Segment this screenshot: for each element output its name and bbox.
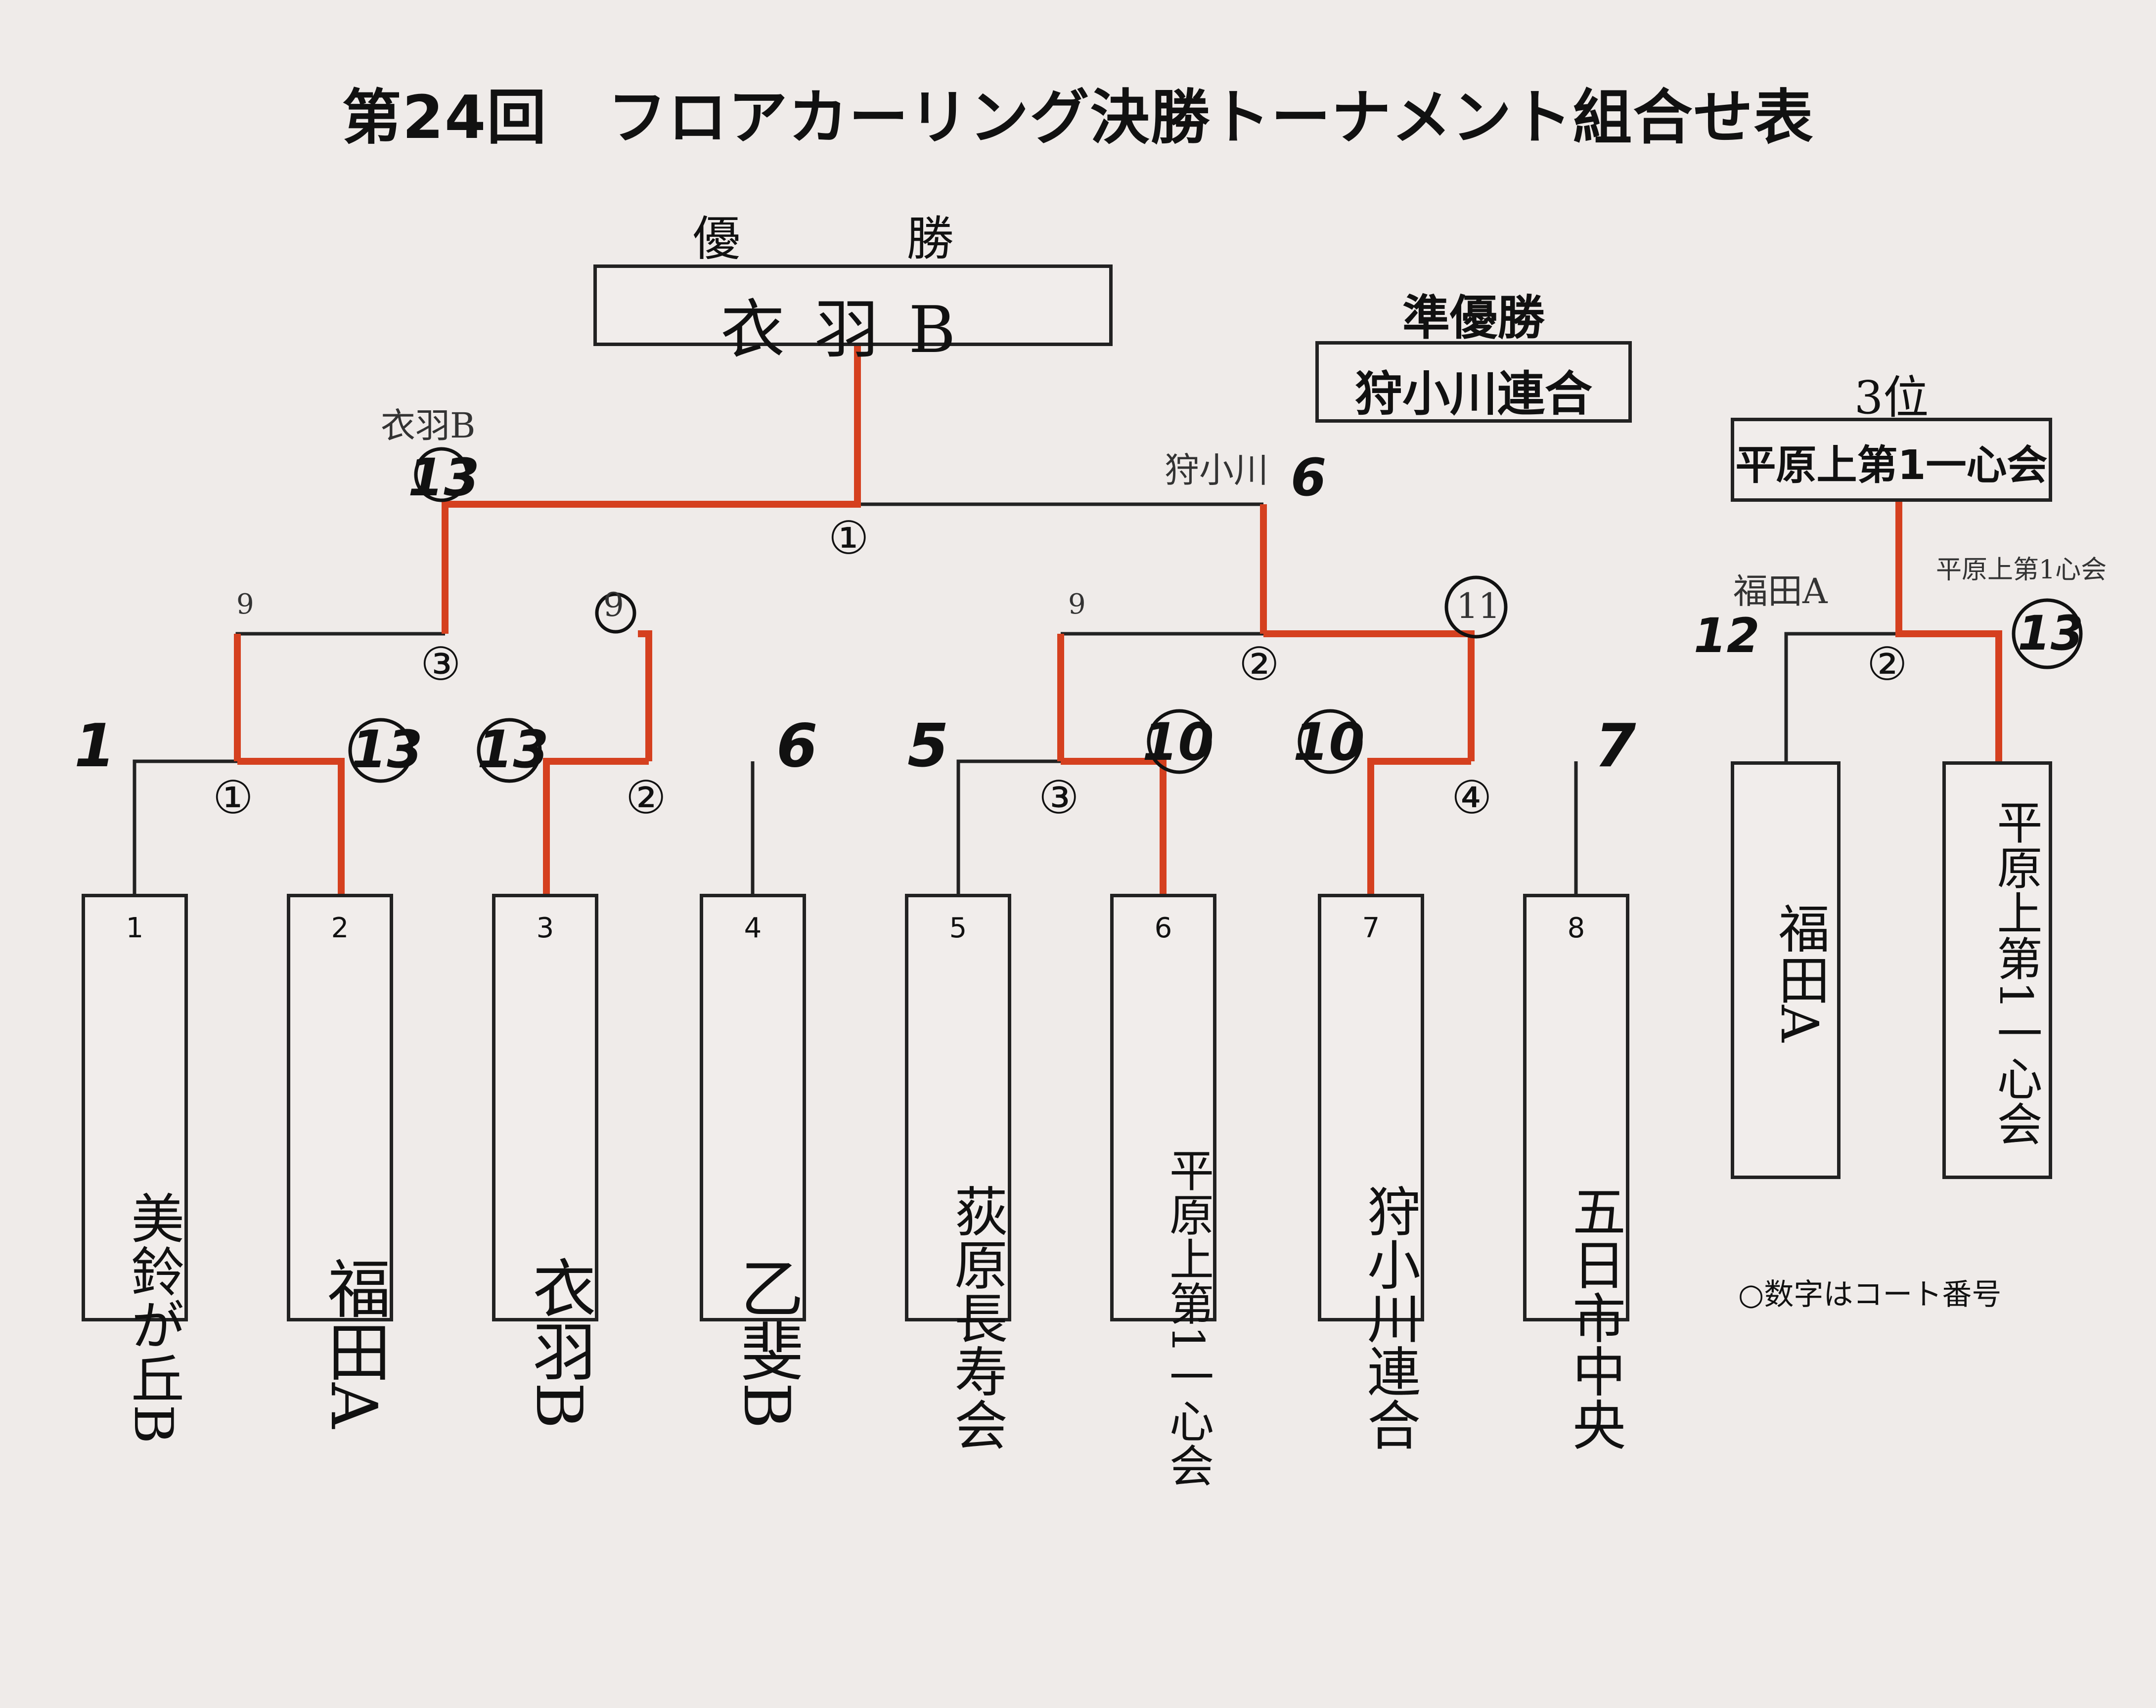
third-place-box: 平原上第1一心会	[1731, 418, 2052, 502]
court-r1-1: ①	[213, 771, 254, 824]
team-name: 美鈴が丘B	[122, 1191, 184, 1444]
champion-box: 衣羽B	[593, 264, 1113, 367]
seed-6: 10	[1142, 712, 1214, 772]
runner-up-box: 狩小川連合	[1315, 341, 1632, 423]
seed-1: 1	[74, 712, 116, 781]
semi-right-score-a: 9	[1068, 588, 1086, 620]
court-semi-right: ②	[1239, 638, 1280, 691]
third-right-box: 平原上第1一心会	[1942, 761, 2052, 1179]
seed-8: 7	[1595, 712, 1636, 781]
team-box-5: 5 荻原長寿会	[905, 894, 1011, 1451]
third-place-heading: 3位	[1854, 371, 1929, 424]
win-r1-c	[1061, 758, 1167, 894]
team-name: 狩小川連合	[1358, 1184, 1420, 1451]
team-box-7: 7 狩小川連合	[1318, 894, 1424, 1451]
seed-5: 5	[907, 712, 949, 781]
final-right-note: 狩小川	[1165, 450, 1268, 490]
team-name: 衣羽B	[522, 1255, 595, 1429]
win-r1-a	[237, 758, 345, 894]
final-left-note: 衣羽B	[381, 405, 476, 446]
team-number: 3	[536, 912, 554, 944]
score-circle-r1-3	[477, 718, 542, 783]
score-circle-final-left	[414, 447, 469, 502]
team-name: 平原上第1一心会	[1162, 1147, 1213, 1488]
team-number: 7	[1362, 912, 1380, 944]
team-name: 福田A	[316, 1256, 390, 1429]
runner-up-name: 狩小川連合	[1355, 366, 1592, 422]
court-third: ②	[1867, 638, 1908, 691]
team-name: 乙斐B	[729, 1255, 803, 1429]
score-circle-r1-2	[348, 718, 413, 783]
tournament-sheet: 第24回 フロアカーリング決勝トーナメント組合せ表 優 勝 衣羽B 準優勝 狩小…	[74, 84, 2107, 1488]
team-name: 五日市中央	[1564, 1184, 1625, 1451]
court-final: ①	[828, 512, 869, 565]
win-third	[1895, 502, 2002, 761]
team-number: 4	[744, 912, 762, 944]
score-circle-r1-6	[1147, 709, 1212, 774]
team-number: 5	[949, 912, 967, 944]
team-box-1: 1 美鈴が丘B	[82, 894, 188, 1444]
score-circle-third	[2012, 598, 2083, 669]
court-r1-3: ③	[1038, 771, 1079, 824]
win-final-left	[442, 346, 861, 634]
third-right-name: 平原上第1一心会	[1989, 798, 2042, 1146]
team-box-8: 8 五日市中央	[1523, 894, 1629, 1451]
win-semi-right-leg	[1263, 630, 1475, 761]
court-r1-2: ②	[626, 771, 667, 824]
team-box-3: 3 衣羽B	[492, 894, 598, 1429]
team-number: 1	[126, 912, 144, 944]
team-number: 8	[1567, 912, 1585, 944]
team-box-6: 6 平原上第1一心会	[1110, 894, 1216, 1488]
semi-right-score-b: 11	[1456, 586, 1501, 626]
champion-name: 衣羽B	[720, 292, 986, 367]
runner-up-heading: 準優勝	[1402, 290, 1545, 346]
bracket-lines	[133, 346, 2083, 894]
team-number: 6	[1154, 912, 1172, 944]
final-left-score: 13	[408, 447, 480, 508]
third-left-box: 福田A	[1731, 761, 1841, 1179]
score-circle-semi-right	[1444, 575, 1508, 639]
seed-7: 10	[1293, 712, 1365, 772]
page-title: 第24回 フロアカーリング決勝トーナメント組合せ表	[342, 84, 1814, 152]
champion-heading: 優 勝	[693, 211, 1013, 266]
court-semi-left: ③	[420, 638, 461, 691]
final-right-score: 6	[1291, 447, 1327, 508]
score-circle-semi-left	[595, 592, 636, 634]
legend-note: ○数字はコート番号	[1738, 1277, 2002, 1312]
team-name: 荻原長寿会	[945, 1184, 1007, 1451]
third-left-note: 福田A	[1733, 571, 1828, 612]
win-r1-d	[1367, 758, 1471, 894]
team-box-4: 4 乙斐B	[700, 894, 806, 1429]
court-r1-4: ④	[1451, 771, 1492, 824]
seed-4: 6	[776, 712, 818, 781]
win-r1-b	[543, 758, 649, 894]
team-number: 2	[331, 912, 349, 944]
third-right-score: 13	[2018, 606, 2084, 661]
third-left-score: 12	[1694, 608, 1760, 663]
score-circle-r1-7	[1298, 709, 1363, 774]
seed-2: 13	[351, 719, 423, 780]
third-left-name: 福田A	[1769, 902, 1830, 1043]
semi-left-score-b: 9	[603, 586, 624, 624]
third-place-name: 平原上第1一心会	[1735, 442, 2048, 489]
team-box-2: 2 福田A	[287, 894, 393, 1428]
semi-left-score-a: 9	[236, 588, 254, 620]
seed-3: 13	[477, 719, 549, 780]
third-right-note: 平原上第1心会	[1936, 555, 2107, 585]
